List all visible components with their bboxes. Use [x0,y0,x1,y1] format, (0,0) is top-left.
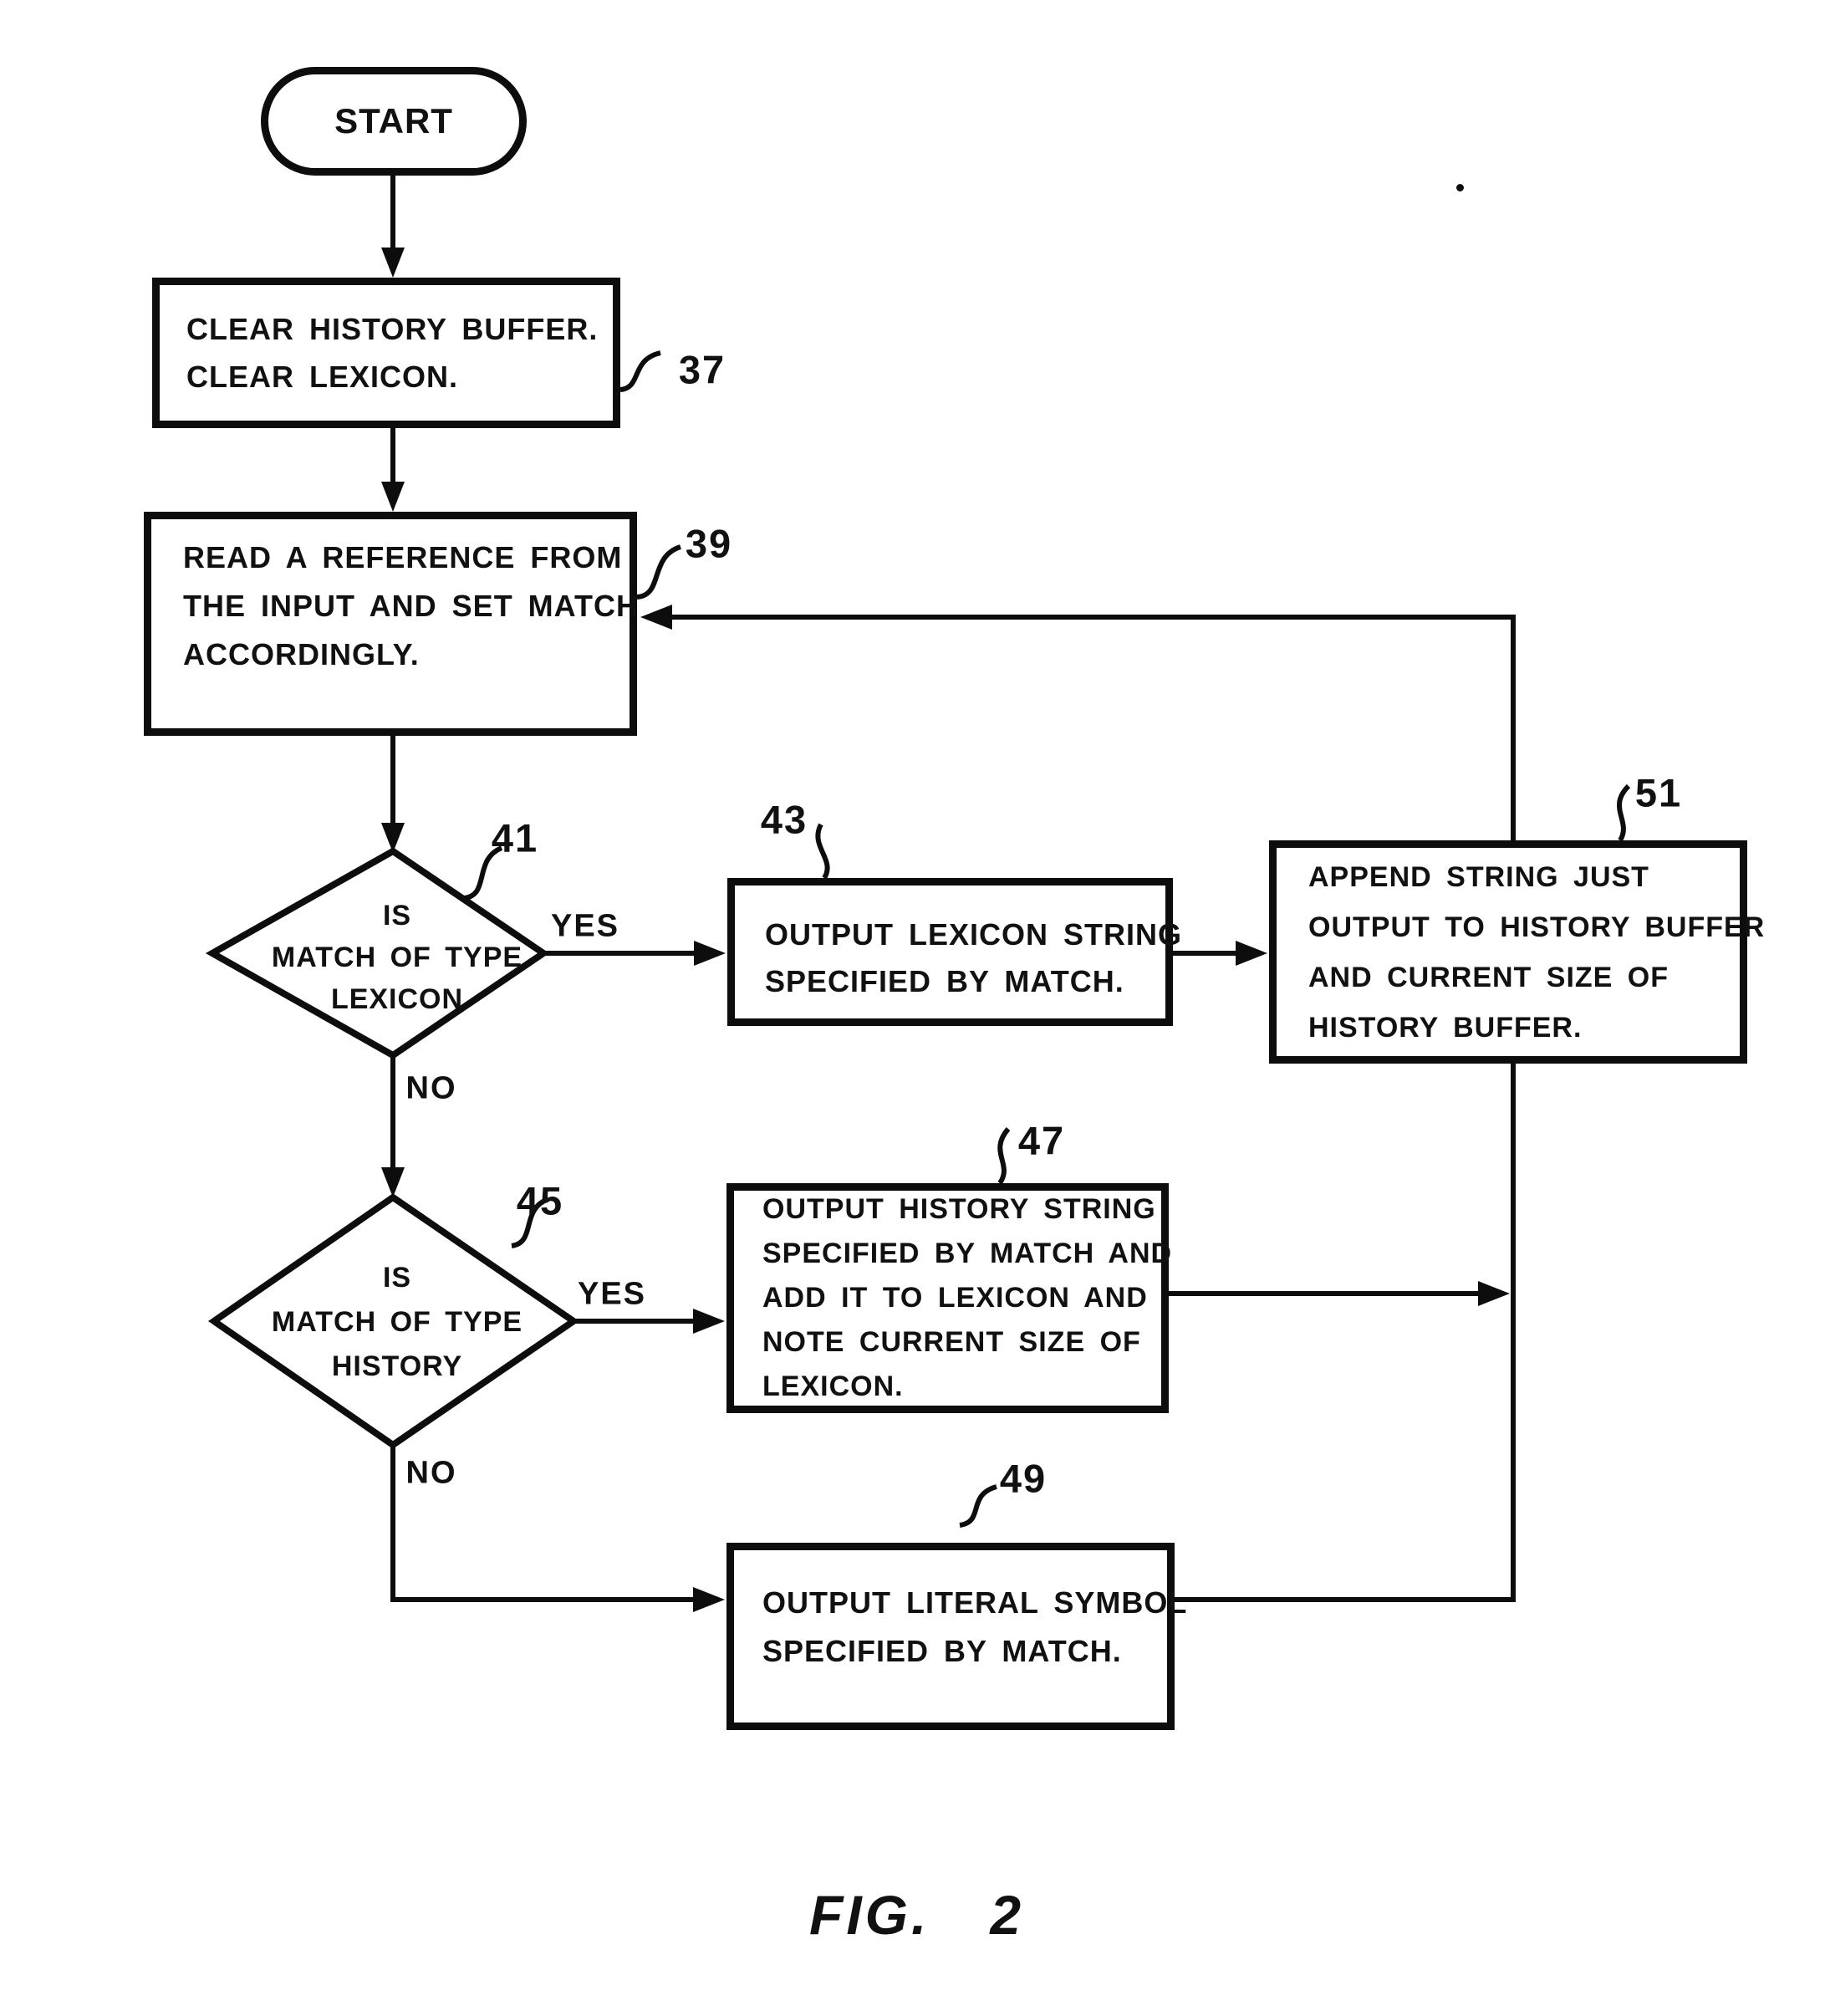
start-terminator: START [261,67,527,176]
process-text-line: LEXICON. [762,1370,904,1402]
process-text-line: APPEND STRING JUST [1308,860,1649,893]
connector-51-return-to-39 [665,615,1516,840]
arrowhead-into-41 [381,823,405,853]
branch-label-no-41: NO [405,1070,457,1106]
process-text-line: READ A REFERENCE FROM [183,540,623,574]
arrowhead-into-39-top [381,482,405,512]
process-text-line: SPECIFIED BY MATCH. [762,1634,1122,1668]
figure-caption: FIG. 2 [809,1883,1024,1947]
arrowhead-into-spine-from-47 [1478,1281,1510,1306]
arrowhead-into-47 [693,1309,725,1334]
arrowhead-into-43 [694,941,726,966]
arrowhead-into-39-right [640,605,672,630]
process-box-read-reference: READ A REFERENCE FROM THE INPUT AND SET … [144,512,639,736]
branch-label-yes-41: YES [550,908,620,944]
process-text-line: OUTPUT TO HISTORY BUFFER [1308,911,1766,943]
decision-text-line: LEXICON [330,983,464,1015]
start-label: START [334,101,453,140]
ref-squiggle-47 [997,1127,1011,1185]
process-box-clear-buffers: CLEAR HISTORY BUFFER. CLEAR LEXICON. [152,278,620,428]
ref-squiggle-39 [636,544,682,600]
ref-numeral-37: 37 [678,347,726,392]
process-box-output-history-string: OUTPUT HISTORY STRING SPECIFIED BY MATCH… [726,1183,1173,1413]
ref-numeral-39: 39 [685,521,733,566]
ref-squiggle-49 [959,1484,997,1528]
process-text-line: ADD IT TO LEXICON AND [762,1282,1148,1314]
process-text-line: SPECIFIED BY MATCH. [765,963,1124,998]
ref-squiggle-45 [511,1197,550,1248]
arrowhead-into-49 [693,1587,725,1612]
process-text-line: CLEAR LEXICON. [186,360,459,394]
ref-numeral-45: 45 [516,1178,564,1223]
process-box-output-lexicon-string: OUTPUT LEXICON STRING SPECIFIED BY MATCH… [727,878,1183,1026]
figure-caption-text: FIG. [809,1884,930,1946]
process-text-line: NOTE CURRENT SIZE OF [762,1326,1141,1358]
ref-squiggle-37 [619,350,661,392]
connector-45-no-to-49 [390,1445,700,1602]
decision-text-is-match-history: IS MATCH OF TYPE HISTORY [242,1256,552,1389]
figure-caption-number: 2 [990,1884,1025,1946]
process-box-output-literal-symbol: OUTPUT LITERAL SYMBOL SPECIFIED BY MATCH… [726,1543,1188,1730]
decision-diamond-45 [207,1193,580,1449]
process-text-line: OUTPUT HISTORY STRING [762,1193,1156,1225]
branch-label-no-45: NO [405,1455,457,1491]
branch-label-yes-45: YES [577,1276,647,1312]
process-text-line: HISTORY BUFFER. [1308,1011,1583,1044]
ref-numeral-41: 41 [491,815,539,860]
decision-text-line: IS [382,1262,412,1294]
decision-text-line: MATCH OF TYPE [271,1306,523,1338]
ref-numeral-43: 43 [760,797,808,842]
decision-text-line: MATCH OF TYPE [271,942,523,973]
process-text-line: ACCORDINGLY. [183,637,420,671]
process-box-append-history-buffer: APPEND STRING JUST OUTPUT TO HISTORY BUF… [1269,840,1766,1064]
decision-diamond-41 [205,847,550,1059]
scan-artifact-dot [1456,184,1464,191]
ref-squiggle-51 [1617,783,1631,842]
decision-text-line: IS [382,900,412,931]
arrowhead-into-45 [381,1167,405,1197]
process-text-line: CLEAR HISTORY BUFFER. [186,312,599,346]
decision-text-is-match-lexicon: IS MATCH OF TYPE LEXICON [242,895,552,1020]
arrowhead-into-51 [1236,941,1267,966]
ref-numeral-49: 49 [999,1456,1048,1501]
connector-49-to-51-spine [1175,1064,1516,1602]
ref-squiggle-41 [464,845,503,901]
arrowhead-into-37 [381,248,405,278]
decision-text-line: HISTORY [331,1350,463,1382]
process-text-line: OUTPUT LITERAL SYMBOL [762,1585,1188,1620]
ref-numeral-51: 51 [1634,770,1683,815]
process-text-line: AND CURRENT SIZE OF [1308,961,1669,993]
process-text-line: SPECIFIED BY MATCH AND [762,1238,1173,1269]
process-text-line: THE INPUT AND SET MATCH [183,589,639,623]
ref-squiggle-43 [815,823,830,880]
ref-numeral-47: 47 [1017,1118,1066,1163]
process-text-line: OUTPUT LEXICON STRING [765,916,1183,952]
